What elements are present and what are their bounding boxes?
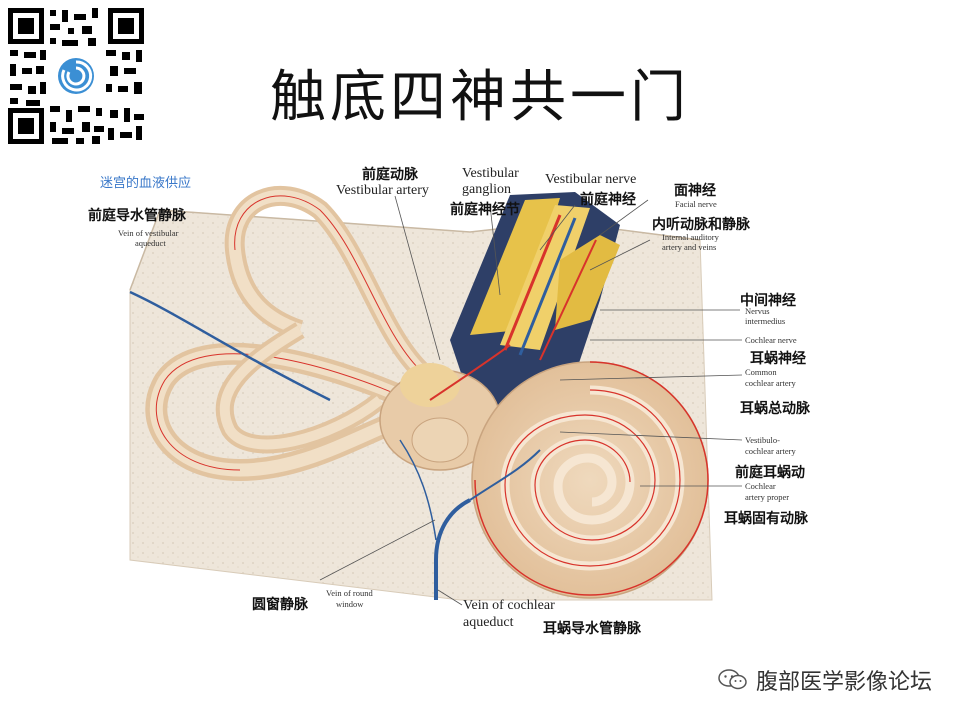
label-vestibular-nerve-zh: 前庭神经 [580,192,636,208]
label-vestibular-artery-zh: 前庭动脉 [362,167,418,183]
label-round-window-zh: 圆窗静脉 [252,597,308,613]
label-vestibulocochlear-en-1: Vestibulo- [745,435,780,445]
label-facial-nerve-en: Facial nerve [675,199,717,209]
label-internal-auditory-en-2: artery and veins [662,242,717,252]
label-vestibular-ganglion-en-1: Vestibular [462,166,519,181]
wechat-icon [718,669,747,690]
label-vestibulocochlear-en-2: cochlear artery [745,446,796,456]
slide-title: 触底四神共一门 [270,65,690,130]
cochlea [471,361,709,599]
label-nervus-intermedius-zh: 中间神经 [740,293,796,309]
label-nervus-intermedius-en-1: Nervus [745,306,770,316]
label-cochlear-proper-zh: 耳蜗固有动脉 [724,511,808,527]
label-cochlear-proper-en-2: artery proper [745,492,790,502]
label-vein-vestibular-aqueduct-en-2: aqueduct [135,238,166,248]
label-vestibular-ganglion-en-2: ganglion [462,182,511,197]
label-cochlear-nerve-en: Cochlear nerve [745,335,797,345]
section-heading: 迷宫的血液供应 [100,176,192,191]
label-nervus-intermedius-en-2: intermedius [745,316,786,326]
label-round-window-en-1: Vein of round [326,588,373,598]
label-cochlear-aqueduct-zh: 耳蜗导水管静脉 [543,621,641,637]
nerve-bundle [450,192,620,430]
label-cochlear-aqueduct-en-1: Vein of cochlear [463,598,555,613]
label-internal-auditory-zh: 内听动脉和静脉 [652,217,750,233]
watermark-text: 腹部医学影像论坛 [755,670,932,695]
label-vestibular-ganglion-zh: 前庭神经节 [450,202,520,218]
label-vein-vestibular-aqueduct-zh: 前庭导水管静脉 [88,208,186,224]
label-cochlear-nerve-zh: 耳蜗神经 [750,351,806,367]
label-facial-nerve-zh: 面神经 [674,183,716,199]
vessels [129,290,541,600]
label-vestibular-nerve-en: Vestibular nerve [545,172,637,187]
semicircular-canals [145,185,428,482]
label-vestibulocochlear-zh: 前庭耳蜗动 [735,465,805,481]
watermark: 腹部医学影像论坛 [718,664,932,696]
label-round-window-en-2: window [336,599,364,609]
label-common-cochlear-en-2: cochlear artery [745,378,796,388]
label-common-cochlear-zh: 耳蜗总动脉 [740,401,810,417]
label-vestibular-artery-en: Vestibular artery [336,183,429,198]
label-cochlear-aqueduct-en-2: aqueduct [463,615,514,630]
qr-code-icon [6,6,146,146]
label-common-cochlear-en-1: Common [745,367,777,377]
label-cochlear-proper-en-1: Cochlear [745,481,776,491]
label-internal-auditory-en-1: Internal auditory [662,232,719,242]
label-vein-vestibular-aqueduct-en-1: Vein of vestibular [118,228,179,238]
